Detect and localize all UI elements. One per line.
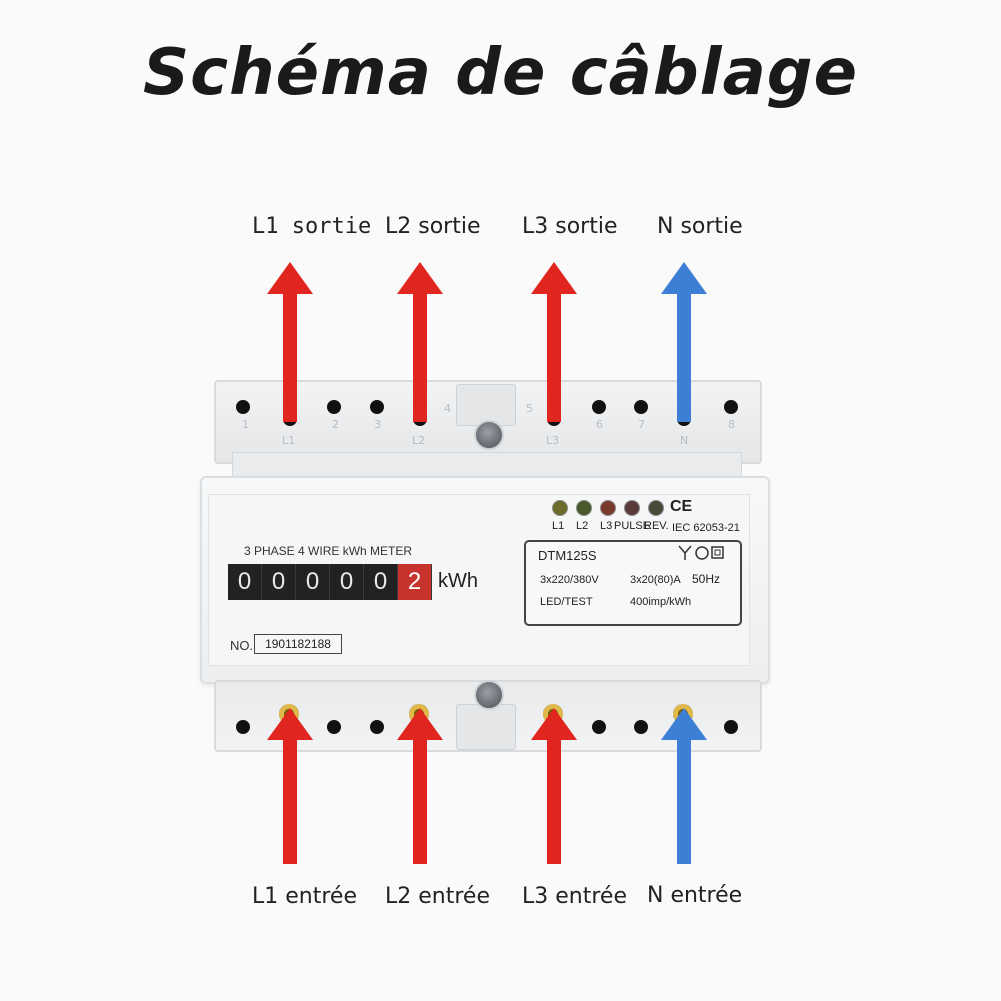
label-n-input: N entrée bbox=[647, 883, 743, 908]
serial-number: 1901182188 bbox=[254, 634, 342, 654]
frequency-rating: 50Hz bbox=[692, 572, 721, 586]
led-label: L1 bbox=[552, 520, 565, 532]
terminal-number: 4 bbox=[444, 402, 451, 415]
terminal-bottom-6 bbox=[592, 720, 606, 734]
terminal-number: 2 bbox=[332, 418, 339, 431]
terminal-bottom-1 bbox=[236, 720, 250, 734]
label-l3-input: L3 entrée bbox=[522, 884, 627, 909]
energy-counter: 0 0 0 0 0 2 bbox=[228, 564, 432, 600]
wiring-symbol-icon bbox=[678, 545, 724, 560]
terminal-number: 7 bbox=[638, 418, 645, 431]
label-l1-output: L1 sortie bbox=[252, 214, 372, 239]
terminal-bottom-7 bbox=[634, 720, 648, 734]
led-rev bbox=[648, 500, 664, 516]
terminal-number: L1 bbox=[282, 434, 296, 447]
terminal-7 bbox=[634, 400, 648, 414]
counter-digit: 0 bbox=[330, 564, 364, 600]
counter-digit: 0 bbox=[364, 564, 398, 600]
model-name: DTM125S bbox=[538, 548, 597, 563]
iec-standard: IEC 62053-21 bbox=[672, 522, 740, 534]
led-label: L3 bbox=[600, 520, 613, 532]
arrow-l1-output bbox=[267, 262, 313, 422]
bottom-seal-screw bbox=[474, 680, 504, 710]
arrow-l3-input bbox=[531, 708, 577, 864]
arrow-n-output bbox=[661, 262, 707, 422]
counter-digit: 0 bbox=[296, 564, 330, 600]
page-title: Schéma de câblage bbox=[143, 36, 858, 110]
led-l2 bbox=[576, 500, 592, 516]
arrow-n-input bbox=[661, 708, 707, 864]
led-label: PULSE bbox=[614, 520, 651, 532]
arrow-l1-input bbox=[267, 708, 313, 864]
meter-top-lip bbox=[232, 452, 742, 478]
serial-label: NO. bbox=[230, 638, 254, 653]
terminal-number: 5 bbox=[526, 402, 533, 415]
terminal-2 bbox=[327, 400, 341, 414]
arrow-l3-output bbox=[531, 262, 577, 422]
voltage-rating: 3x220/380V bbox=[540, 574, 599, 586]
terminal-number: 3 bbox=[374, 418, 381, 431]
arrow-l2-input bbox=[397, 708, 443, 864]
terminal-number: 8 bbox=[728, 418, 735, 431]
ce-mark: CE bbox=[670, 498, 693, 515]
terminal-3 bbox=[370, 400, 384, 414]
terminal-number: 1 bbox=[242, 418, 249, 431]
led-pulse bbox=[624, 500, 640, 516]
counter-decimal-digit: 2 bbox=[398, 564, 432, 600]
terminal-bottom-2 bbox=[327, 720, 341, 734]
label-l3-output: L3 sortie bbox=[522, 214, 618, 239]
led-l3 bbox=[600, 500, 616, 516]
terminal-bottom-3 bbox=[370, 720, 384, 734]
led-l1 bbox=[552, 500, 568, 516]
counter-digit: 0 bbox=[228, 564, 262, 600]
terminal-number: L2 bbox=[412, 434, 426, 447]
label-l1-input: L1 entrée bbox=[252, 884, 357, 909]
impulse-rate: 400imp/kWh bbox=[630, 596, 692, 608]
counter-digit: 0 bbox=[262, 564, 296, 600]
spec-panel bbox=[524, 540, 742, 626]
meter-heading: 3 PHASE 4 WIRE kWh METER bbox=[244, 544, 413, 558]
top-seal-screw bbox=[474, 420, 504, 450]
arrow-l2-output bbox=[397, 262, 443, 422]
led-label: REV. bbox=[644, 520, 669, 532]
label-n-output: N sortie bbox=[657, 214, 743, 239]
led-test-label: LED/TEST bbox=[540, 596, 593, 608]
terminal-number: L3 bbox=[546, 434, 560, 447]
terminal-6 bbox=[592, 400, 606, 414]
label-l2-input: L2 entrée bbox=[385, 884, 490, 909]
counter-unit: kWh bbox=[438, 570, 478, 592]
terminal-number: 6 bbox=[596, 418, 603, 431]
terminal-8 bbox=[724, 400, 738, 414]
terminal-number: N bbox=[680, 434, 689, 447]
terminal-1 bbox=[236, 400, 250, 414]
current-rating: 3x20(80)A bbox=[630, 574, 681, 586]
label-l2-output: L2 sortie bbox=[385, 214, 481, 239]
terminal-bottom-8 bbox=[724, 720, 738, 734]
led-label: L2 bbox=[576, 520, 589, 532]
